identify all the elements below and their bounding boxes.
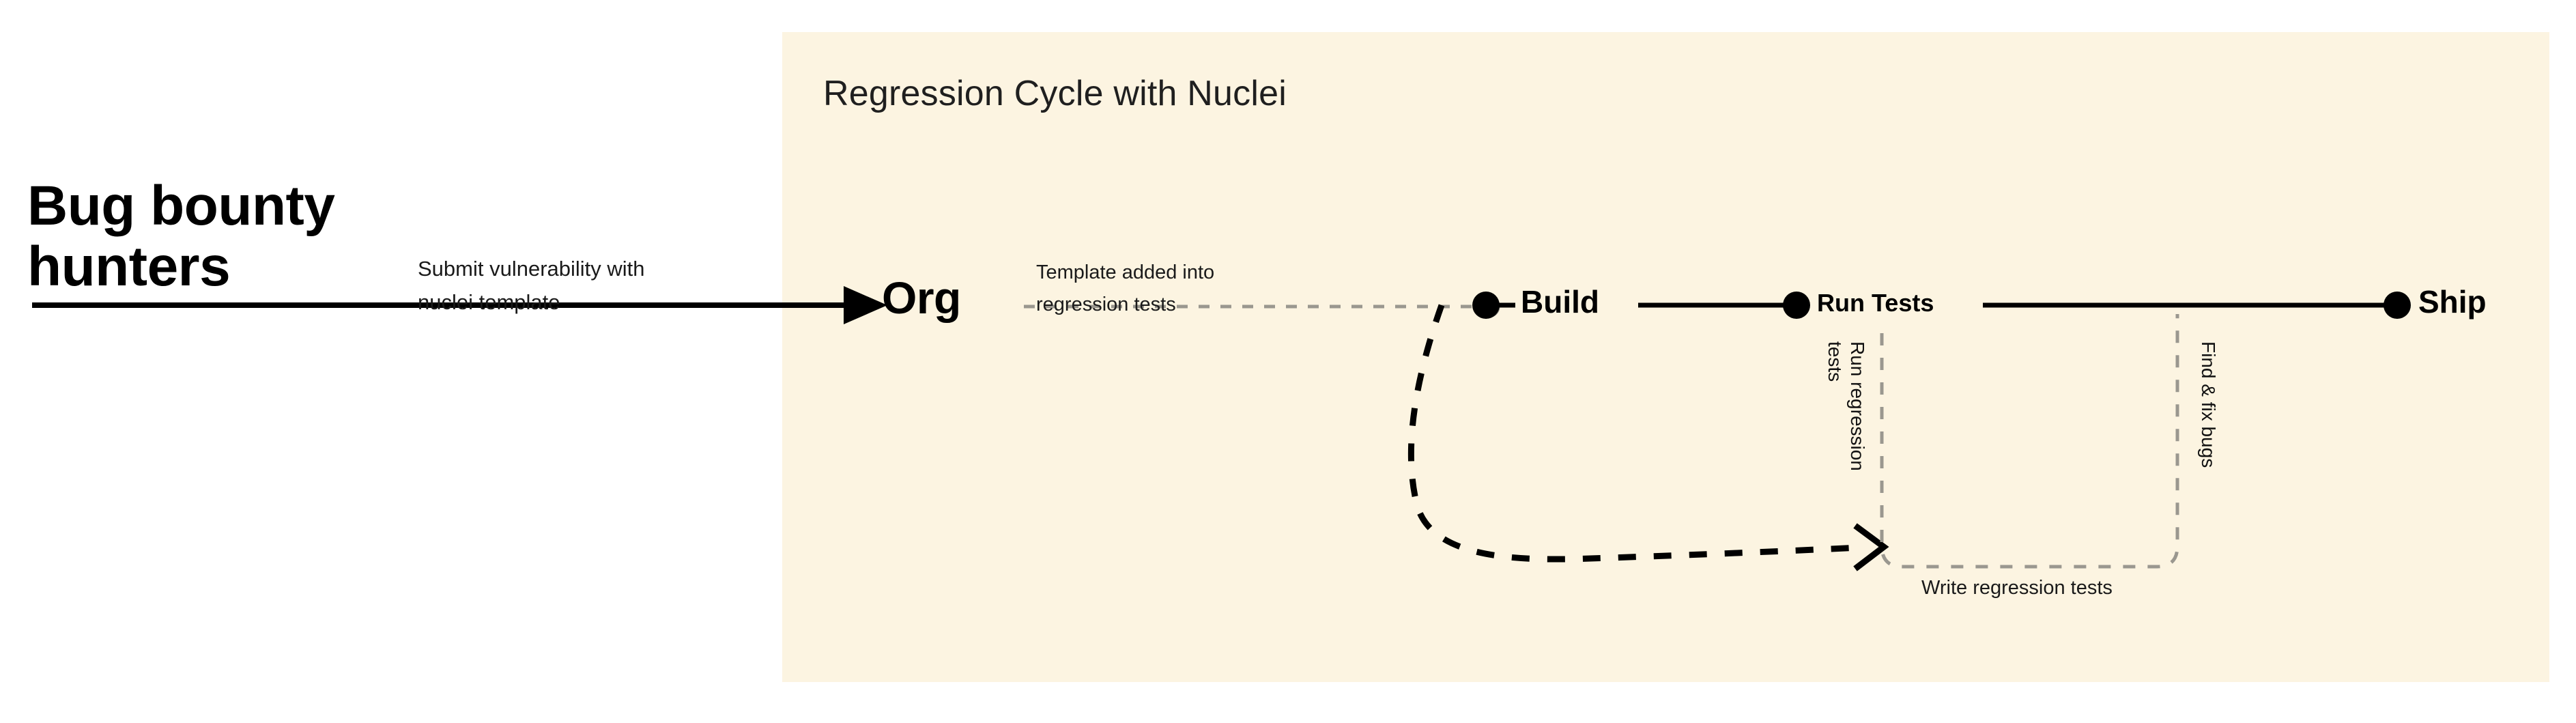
actor-label-line-1: Bug bounty xyxy=(27,175,335,237)
regression-panel-background xyxy=(782,32,2549,682)
node-label-run-tests[interactable]: Run Tests xyxy=(1817,289,1934,317)
actor-bug-bounty-hunters: Bug bounty hunters xyxy=(27,175,410,298)
edge-caption-write-regression-tests: Write regression tests xyxy=(1921,577,2113,599)
ship-node-dot xyxy=(2384,292,2411,319)
regression-box-left-edge xyxy=(1880,314,2179,569)
edge-caption-template-added: Template added into regression tests xyxy=(1036,261,1215,315)
edge-caption-find-and-fix-bugs: Find & fix bugs xyxy=(2198,341,2220,468)
edge-caption-run-regression-tests: Run regression tests xyxy=(1824,341,1869,471)
feedback-loop-arrow-head xyxy=(1853,523,1889,571)
node-label-ship[interactable]: Ship xyxy=(2418,284,2487,320)
submit-arrow-head xyxy=(844,286,887,324)
page-title: Regression Cycle with Nuclei xyxy=(823,74,1287,113)
edge-caption-submit-vulnerability: Submit vulnerability with nuclei templat… xyxy=(418,257,645,314)
actor-label-line-2: hunters xyxy=(27,235,231,298)
run-tests-node-dot xyxy=(1783,292,1810,319)
feedback-loop-dashed-path xyxy=(1407,304,1861,563)
node-label-org[interactable]: Org xyxy=(882,272,961,323)
node-label-build[interactable]: Build xyxy=(1521,284,1599,320)
